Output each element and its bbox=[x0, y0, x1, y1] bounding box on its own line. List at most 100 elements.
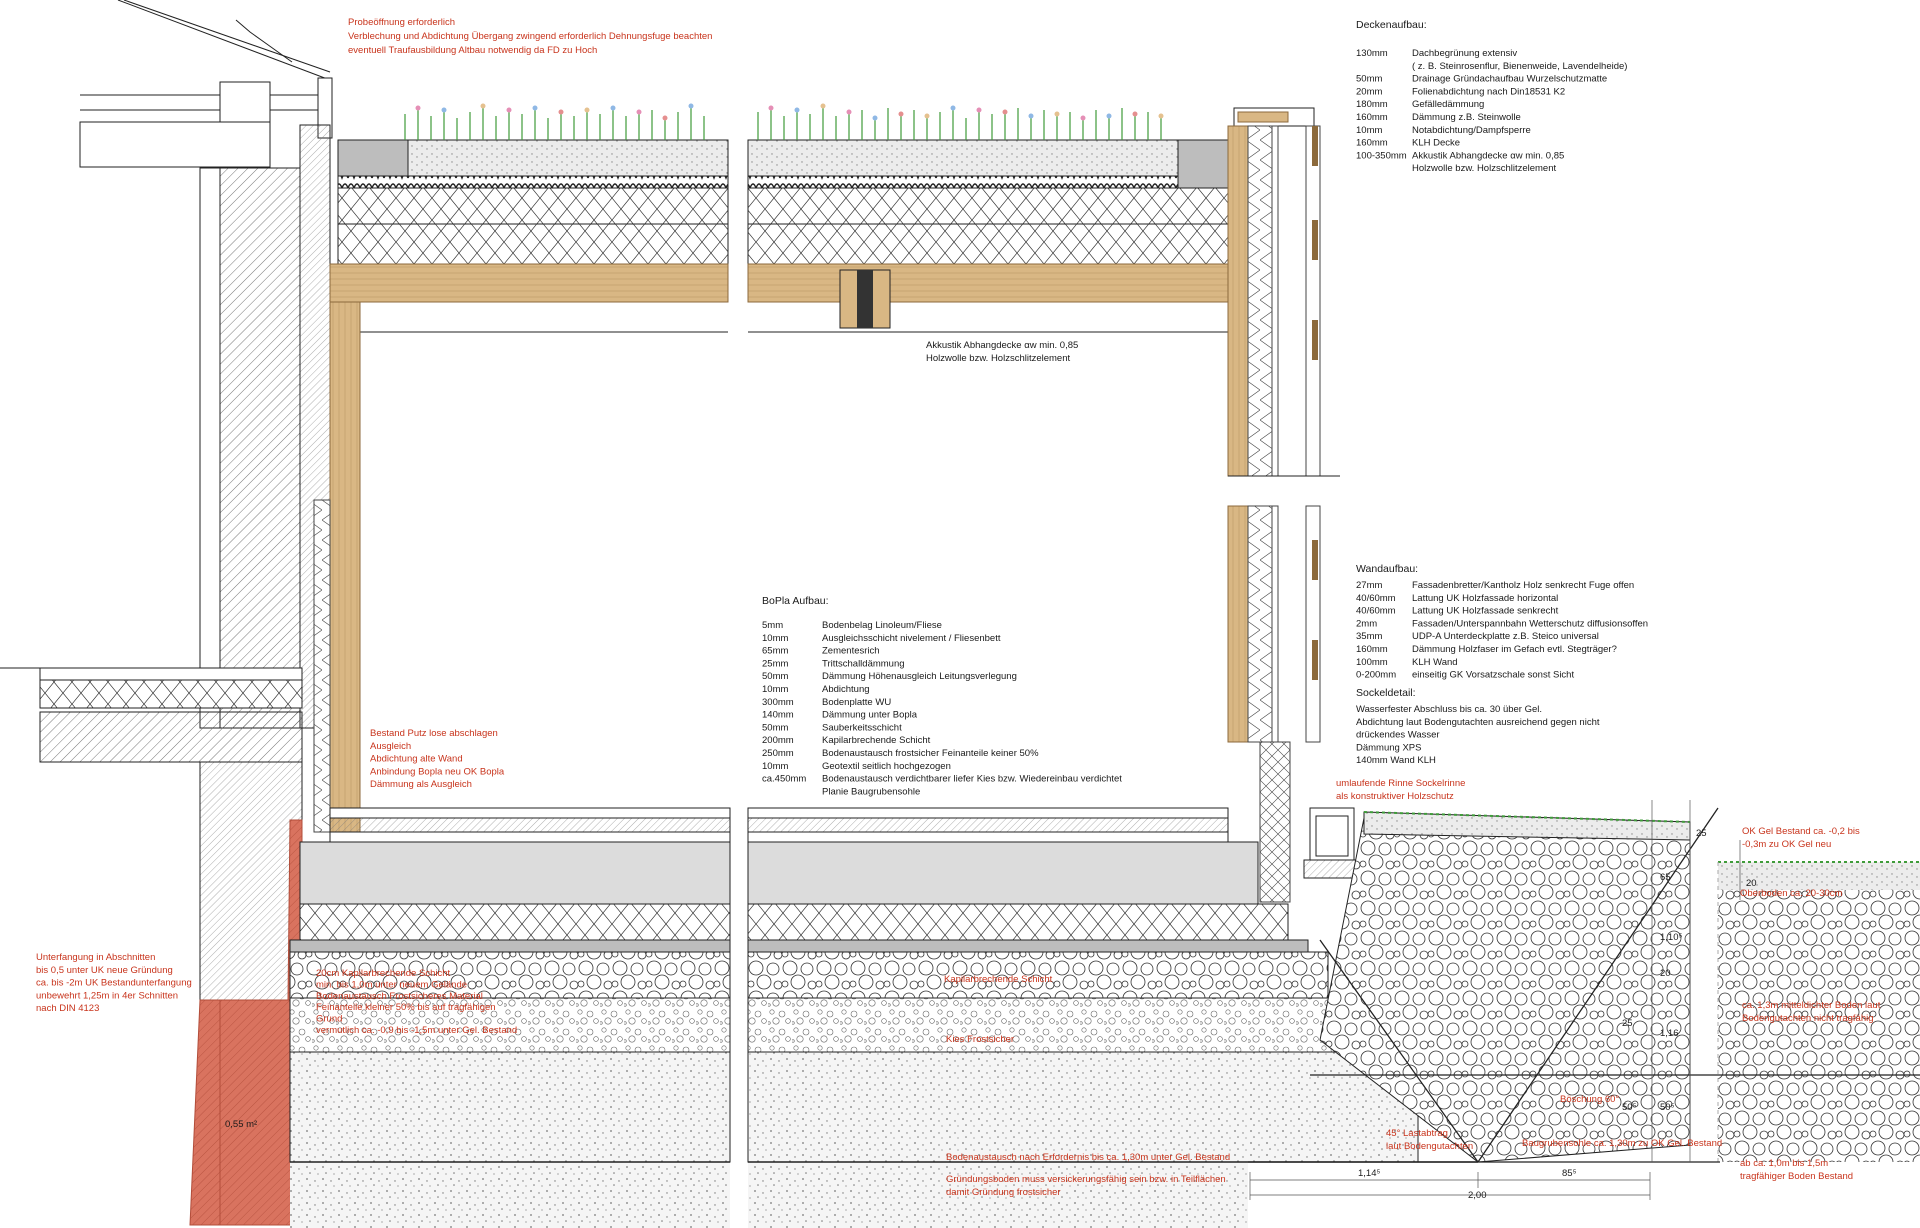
bopla-row-description: Bodenplatte WU bbox=[822, 697, 891, 708]
bopla-row-thickness: 65mm bbox=[762, 646, 788, 657]
note-unterfangung: unbewehrt 1,25m in 4er Schnitten bbox=[36, 990, 178, 1001]
decke-row-description: Notabdichtung/Dampfsperre bbox=[1412, 125, 1531, 136]
wand-row-thickness: 160mm bbox=[1356, 644, 1388, 655]
bopla-row-thickness: ca.450mm bbox=[762, 774, 806, 785]
decke-row-thickness: 100-350mm bbox=[1356, 150, 1407, 161]
note-lastabtrag: 45° Lastabtrag bbox=[1386, 1128, 1448, 1139]
sockel-line: drückendes Wasser bbox=[1356, 730, 1440, 741]
bopla-row-thickness: 50mm bbox=[762, 722, 788, 733]
bopla-row-thickness: 5mm bbox=[762, 620, 783, 631]
bopla-row-thickness: 10mm bbox=[762, 684, 788, 695]
bopla-row-thickness: 25mm bbox=[762, 658, 788, 669]
akustik-line1: Akkustik Abhangdecke αw min. 0,85 bbox=[926, 340, 1078, 351]
note-probe: Verblechung und Abdichtung Übergang zwin… bbox=[348, 31, 712, 42]
wand-row-description: einseitig GK Vorsatzschale sonst Sicht bbox=[1412, 670, 1574, 681]
decke-row-thickness: 50mm bbox=[1356, 74, 1382, 85]
note-rinne: umlaufende Rinne Sockelrinne bbox=[1336, 778, 1465, 789]
note-bestand: Bestand Putz lose abschlagen bbox=[370, 728, 498, 739]
note-bodenaustausch: Bodenaustausch nach Erfordernis bis ca. … bbox=[946, 1152, 1230, 1163]
bopla-row-thickness: 10mm bbox=[762, 633, 788, 644]
dim-bottom-a: 1,14⁵ bbox=[1358, 1168, 1380, 1179]
bopla-row-description: Kapilarbrechende Schicht bbox=[822, 735, 931, 746]
decke-row-thickness: 10mm bbox=[1356, 125, 1382, 136]
note-bestand: Abdichtung alte Wand bbox=[370, 754, 463, 765]
green-roof bbox=[329, 103, 1315, 333]
sockel-line: Wasserfester Abschluss bis ca. 30 über G… bbox=[1356, 704, 1542, 715]
bopla-row-description: Trittschalldämmung bbox=[822, 658, 905, 669]
bopla-row-description: Ausgleichsschicht nivelement / Fliesenbe… bbox=[822, 633, 1001, 644]
plant-row bbox=[404, 106, 1162, 140]
note-unterfangung: nach DIN 4123 bbox=[36, 1003, 99, 1014]
decke-row-description: ( z. B. Steinrosenflur, Bienenweide, Lav… bbox=[1412, 61, 1627, 72]
note-tragfaehig: ab ca. 1,0m bis 1,5m bbox=[1740, 1158, 1828, 1169]
note-probe: eventuell Traufausbildung Altbau notwend… bbox=[348, 45, 597, 56]
wand-row-description: Dämmung Holzfaser im Gefach evtl. Stegtr… bbox=[1412, 644, 1617, 655]
deckenaufbau-block: Deckenaufbau: 130mm Dachbegrünung extensi… bbox=[1356, 19, 1627, 174]
akustik-line2: Holzwolle bzw. Holzschlitzelement bbox=[926, 353, 1070, 364]
wand-row-description: Fassaden/Unterspannbahn Wetterschutz dif… bbox=[1412, 618, 1648, 629]
bopla-row-thickness: 140mm bbox=[762, 710, 794, 721]
bopla-row-thickness: 250mm bbox=[762, 748, 794, 759]
sockel-line: Abdichtung laut Bodengutachten ausreiche… bbox=[1356, 717, 1600, 728]
dim-v-116: 1,16 bbox=[1660, 1028, 1679, 1039]
decke-row-thickness: 130mm bbox=[1356, 48, 1388, 59]
decke-row-description: Holzwolle bzw. Holzschlitzelement bbox=[1412, 163, 1556, 174]
decke-row-thickness: 180mm bbox=[1356, 99, 1388, 110]
bopla-row-description: Abdichtung bbox=[822, 684, 870, 695]
dim-v-110: 1,10⁵ bbox=[1660, 932, 1682, 943]
bopla-row-description: Planie Baugrubensohle bbox=[822, 786, 920, 797]
dimension-labels: 1,14⁵ 85⁵ 2,00 25 65 1,10⁵ 20 25 1,16 50… bbox=[1358, 828, 1757, 1201]
bopla-row-thickness: 200mm bbox=[762, 735, 794, 746]
akustik-note: Akkustik Abhangdecke αw min. 0,85 Holzwo… bbox=[926, 340, 1078, 364]
wand-row-description: Lattung UK Holzfassade horizontal bbox=[1412, 593, 1558, 604]
wand-row-thickness: 40/60mm bbox=[1356, 606, 1396, 617]
note-kapilar-left: Feinanteile kleiner 50% bis auf tragfähi… bbox=[316, 1002, 496, 1013]
new-walls bbox=[313, 125, 1365, 903]
note-kies: Kies Frostsicher bbox=[946, 1034, 1014, 1045]
note-oberboden: Oberboden ca. 20-30cm bbox=[1740, 888, 1843, 899]
note-bestand: Dämmung als Ausgleich bbox=[370, 779, 472, 790]
note-kapilar-left: Grund bbox=[316, 1014, 342, 1025]
sockeldetail-title: Sockeldetail: bbox=[1356, 687, 1416, 699]
decke-row-thickness: 20mm bbox=[1356, 86, 1382, 97]
note-gruendung: Gründungsboden muss versickerungsfähig s… bbox=[946, 1174, 1226, 1185]
note-mittel: Bodengutachten nicht tragfähig bbox=[1742, 1013, 1874, 1024]
note-rinne: als konstruktiver Holzschutz bbox=[1336, 791, 1454, 802]
note-bestand: Anbindung Bopla neu OK Bopla bbox=[370, 766, 505, 777]
note-mittel: ca. 1,3m mitteldichter Boden laut bbox=[1742, 1000, 1881, 1011]
bopla-row-thickness: 10mm bbox=[762, 761, 788, 772]
decke-row-description: Drainage Gründachaufbau Wurzelschutzmatt… bbox=[1412, 74, 1607, 85]
note-probe: Probeöffnung erforderlich bbox=[348, 17, 455, 28]
note-tragfaehig: tragfähiger Boden Bestand bbox=[1740, 1171, 1853, 1182]
wand-row-thickness: 27mm bbox=[1356, 580, 1382, 591]
bopla-title: BoPla Aufbau: bbox=[762, 595, 829, 607]
wand-row-thickness: 35mm bbox=[1356, 631, 1382, 642]
dim-bottom-total: 2,00 bbox=[1468, 1190, 1487, 1201]
note-sohle: Baugrubensohle ca. 1,30m zu OK Gel. Best… bbox=[1522, 1138, 1722, 1149]
note-unterfangung: ca. bis -2m UK Bestandunterfangung bbox=[36, 978, 192, 989]
dim-v-25b: 25 bbox=[1622, 1018, 1633, 1029]
floor-slab bbox=[289, 807, 1478, 1228]
dim-bottom-b: 85⁵ bbox=[1562, 1168, 1577, 1179]
bopla-row-description: Bodenaustausch verdichtbarer liefer Kies… bbox=[822, 774, 1122, 785]
decke-row-description: Dämmung z.B. Steinwolle bbox=[1412, 112, 1521, 123]
wand-row-thickness: 2mm bbox=[1356, 618, 1377, 629]
note-kapilar-left: Bodenaustausch Frostsicheres Material bbox=[316, 991, 483, 1002]
sockel-line: 140mm Wand KLH bbox=[1356, 755, 1436, 766]
note-kapilar-left: min. bis 1,0m unter neuem Gelände bbox=[316, 979, 467, 990]
note-ok-gel: -0,3m zu OK Gel neu bbox=[1742, 839, 1831, 850]
wand-row-description: Lattung UK Holzfassade senkrecht bbox=[1412, 606, 1559, 617]
note-kapilar-mid: Kapilarbrechende Schicht bbox=[944, 974, 1053, 985]
decke-row-description: Dachbegrünung extensiv bbox=[1412, 48, 1517, 59]
wand-row-description: KLH Wand bbox=[1412, 657, 1458, 668]
decke-row-description: KLH Decke bbox=[1412, 138, 1460, 149]
deckenaufbau-title: Deckenaufbau: bbox=[1356, 19, 1427, 31]
bopla-row-description: Geotextil seitlich hochgezogen bbox=[822, 761, 951, 772]
dim-v-25: 25 bbox=[1696, 828, 1707, 839]
dimensions bbox=[1249, 800, 1741, 1200]
bopla-row-thickness: 50mm bbox=[762, 671, 788, 682]
